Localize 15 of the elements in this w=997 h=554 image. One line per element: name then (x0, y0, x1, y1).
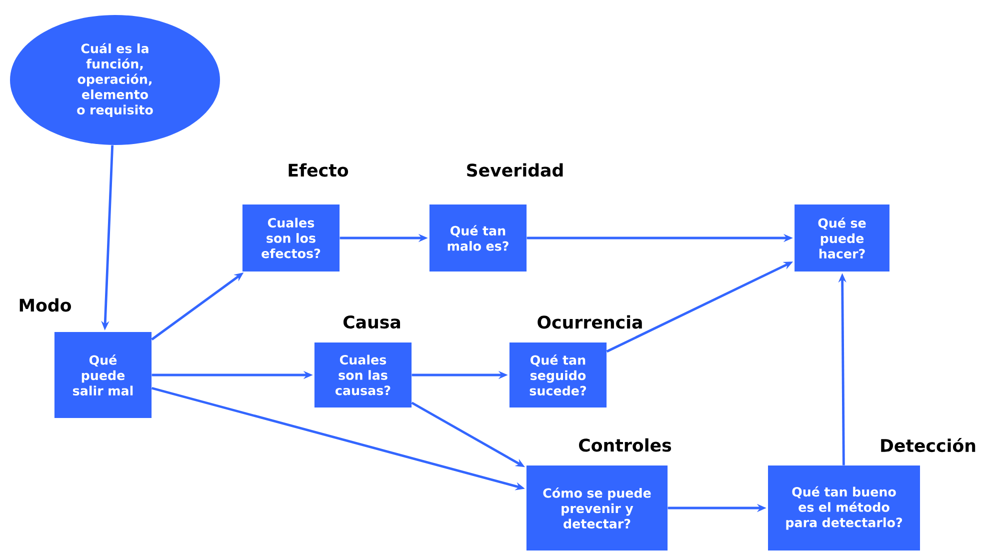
process-box: Qué tan seguido sucede? (509, 342, 607, 408)
process-box: Cómo se puede prevenir y detectar? (526, 465, 668, 551)
process-box: Qué tan malo es? (429, 204, 527, 272)
heading: Causa (343, 315, 400, 329)
process-box: Qué puede salir mal (54, 332, 152, 418)
process-box: Qué tan bueno es el método para detectarlo? (768, 465, 920, 551)
process-box: Qué se puede hacer? (794, 204, 890, 272)
heading: Efecto (288, 163, 348, 177)
heading: Modo (20, 298, 71, 312)
heading: Detección (881, 438, 976, 452)
heading: Ocurrencia (538, 315, 642, 329)
heading: Severidad (467, 163, 563, 177)
process-box: Cuales son los efectos? (242, 204, 340, 272)
process-box: Cuales son las causas? (314, 342, 412, 408)
heading: Controles (579, 438, 672, 452)
